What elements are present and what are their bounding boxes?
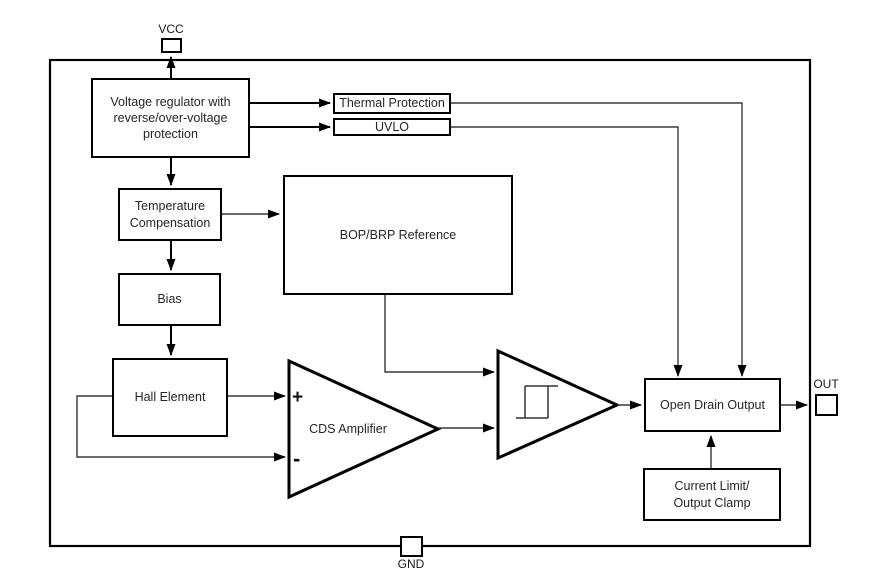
block-temperature-compensation: Temperature Compensation xyxy=(118,188,222,241)
out-pin xyxy=(815,394,838,416)
cds-amplifier-triangle xyxy=(287,358,442,500)
out-pin-label: OUT xyxy=(813,377,839,391)
block-thermal-protection: Thermal Protection xyxy=(333,93,451,114)
gnd-pin xyxy=(400,536,423,557)
block-open-drain-output: Open Drain Output xyxy=(644,378,781,432)
vcc-pin-label: VCC xyxy=(158,22,184,36)
block-bias: Bias xyxy=(118,273,221,326)
block-hall-element: Hall Element xyxy=(112,358,228,437)
block-current-limit: Current Limit/ Output Clamp xyxy=(643,468,781,521)
block-bop-brp-reference: BOP/BRP Reference xyxy=(283,175,513,295)
minus-input-sign: - xyxy=(293,446,301,471)
hysteresis-icon xyxy=(516,385,558,419)
block-uvlo: UVLO xyxy=(333,118,451,136)
chip-outline xyxy=(48,58,812,548)
reference-to-comparator-wire xyxy=(384,295,495,377)
cds-amplifier-label: CDS Amplifier xyxy=(309,422,387,436)
block-voltage-regulator: Voltage regulator with reverse/over-volt… xyxy=(91,78,250,158)
thermal-to-output-wire xyxy=(451,102,747,377)
plus-input-sign: + xyxy=(292,387,304,408)
comparator-triangle xyxy=(496,348,621,461)
gnd-pin-label: GND xyxy=(397,557,425,571)
vcc-pin xyxy=(161,38,182,53)
hall-to-minus-wire xyxy=(76,395,286,462)
uvlo-to-output-wire xyxy=(451,126,683,377)
